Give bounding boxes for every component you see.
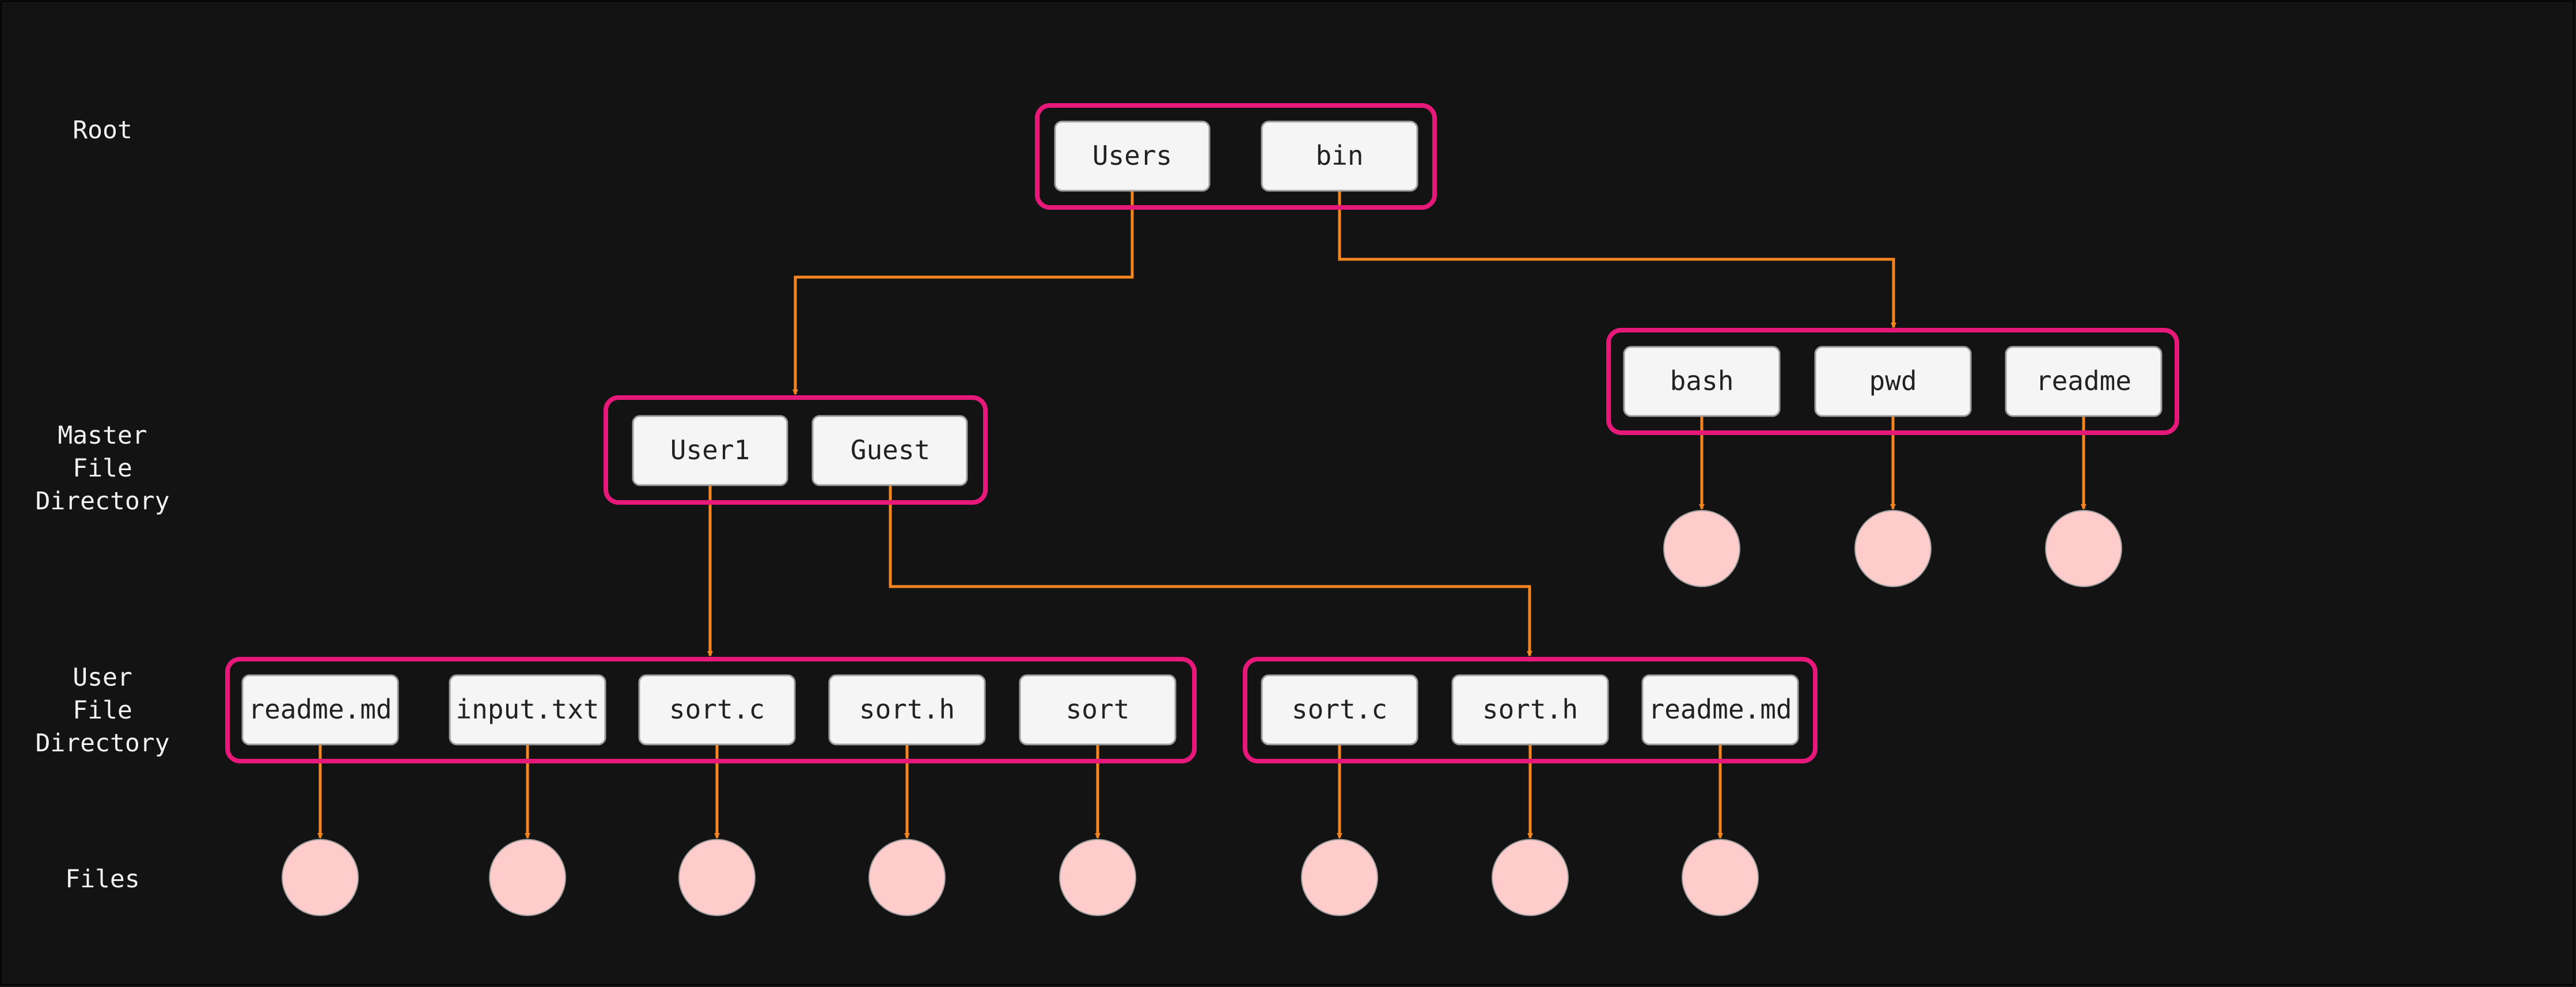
entry-readme-box [2005,346,2163,417]
entry-sort-c-label: sort.c [669,694,765,725]
file-nodes [282,510,2122,916]
level-label-files: Files [65,865,139,894]
entry-bash-box [1623,346,1781,417]
entry-bin-label: bin [1315,140,1363,171]
entry-readme-md-box [241,674,399,746]
entry-guest-sort-c-label: sort.c [1292,694,1387,725]
entry-sort-box [1019,674,1177,746]
level-label-ufd-line2: File [73,696,132,725]
entry-users-label: Users [1092,140,1172,171]
level-label-ufd-line3: Directory [36,729,170,758]
file-node-guest-sort-c[interactable] [1301,839,1378,916]
master-file-directory [604,395,988,505]
entry-guest-box [811,415,968,486]
entry-guest-label: Guest [851,434,930,466]
entry-users[interactable]: Users [1054,120,1211,192]
guest-entries: sort.c sort.h readme.md [1261,674,1799,746]
entry-readme[interactable]: readme [2005,346,2163,417]
file-node-readme[interactable] [2045,510,2122,587]
entry-sort-label: sort [1066,694,1130,725]
entry-pwd-box [1814,346,1972,417]
user1-file-directory [225,657,1197,763]
entry-readme-md[interactable]: readme.md [241,674,399,746]
file-node-sort[interactable] [1059,839,1136,916]
file-node-input-txt[interactable] [489,839,566,916]
entry-guest-sort-c[interactable]: sort.c [1261,674,1418,746]
level-label-mfd-line2: File [73,454,132,483]
file-node-readme-md[interactable] [282,839,359,916]
entry-bin-box [1261,120,1418,192]
entry-users-box [1054,120,1211,192]
root-entries: Users bin [1054,120,1418,192]
entry-readme-label: readme [2036,365,2131,396]
entry-sort[interactable]: sort [1019,674,1177,746]
guest-file-directory [1243,657,1818,763]
file-node-pwd[interactable] [1854,510,1932,587]
directory-containers [225,103,2179,763]
arrow-bin-to-bin-dir [1338,191,1896,328]
entry-user1-label: User1 [670,434,750,466]
entry-guest-sort-h-box [1451,674,1609,746]
level-label-ufd-line1: User [73,663,132,692]
entry-guest-readme-md[interactable]: readme.md [1641,674,1799,746]
file-node-guest-sort-h[interactable] [1492,839,1569,916]
entry-readme-md-label: readme.md [248,694,392,725]
user1-entries: readme.md input.txt sort.c sort.h sort [241,674,1177,746]
file-node-guest-readme-md[interactable] [1682,839,1759,916]
entry-user1-box [632,415,788,486]
entry-sort-h[interactable]: sort.h [828,674,986,746]
file-node-sort-c[interactable] [678,839,756,916]
bin-directory [1606,328,2179,435]
entry-pwd-label: pwd [1869,365,1917,396]
entry-guest-sort-h[interactable]: sort.h [1451,674,1609,746]
entry-pwd[interactable]: pwd [1814,346,1972,417]
entry-sort-c[interactable]: sort.c [638,674,796,746]
entry-user1[interactable]: User1 [632,415,788,486]
level-label-mfd-line1: Master [58,421,147,450]
file-node-sort-h[interactable] [868,839,946,916]
file-node-bash[interactable] [1663,510,1740,587]
master-entries: User1 Guest [632,415,968,486]
bin-entries: bash pwd readme [1623,346,2163,417]
entry-guest-sort-h-label: sort.h [1482,694,1578,725]
entry-input-txt[interactable]: input.txt [449,674,606,746]
entry-bash-label: bash [1670,365,1734,396]
arrow-guest-to-guest-dir [889,486,1532,657]
entry-input-txt-box [449,674,606,746]
arrow-users-to-master [792,191,1134,395]
entry-guest-readme-md-label: readme.md [1648,694,1792,725]
entry-bin[interactable]: bin [1261,120,1418,192]
root-directory [1035,103,1437,210]
entry-guest-readme-md-box [1641,674,1799,746]
entry-sort-h-label: sort.h [859,694,955,725]
entry-bash[interactable]: bash [1623,346,1781,417]
entry-guest[interactable]: Guest [811,415,968,486]
entry-input-txt-label: input.txt [456,694,599,725]
level-labels: Root Master File Directory User File Dir… [36,116,170,894]
entry-guest-sort-c-box [1261,674,1418,746]
entry-sort-h-box [828,674,986,746]
level-label-root: Root [73,116,132,145]
entry-sort-c-box [638,674,796,746]
level-label-mfd-line3: Directory [36,487,170,516]
